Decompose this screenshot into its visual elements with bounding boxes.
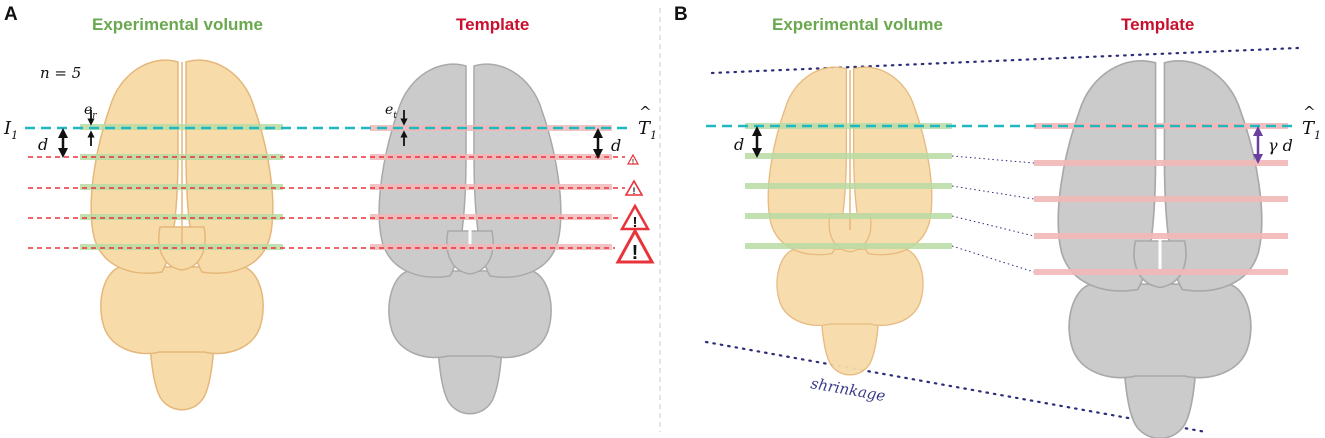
panel-a-template-title: Template <box>456 15 529 34</box>
panel-a-experimental-title: Experimental volume <box>92 15 263 34</box>
er-label: er <box>84 102 97 121</box>
t1-hat-a: ^ <box>639 103 652 121</box>
panel-b: B Experimental volume Template <box>674 4 1321 438</box>
svg-text:!: ! <box>633 186 636 196</box>
shrinkage-label: shrinkage <box>809 374 887 405</box>
template-brain-b <box>1057 59 1263 438</box>
slice-connectors-b <box>951 155 1035 273</box>
experimental-brain-b <box>767 66 933 376</box>
warning-icon: ! <box>619 203 651 231</box>
t1-label-a: T1 <box>638 118 657 142</box>
svg-text:!: ! <box>633 214 638 231</box>
et-label: et <box>385 102 397 121</box>
warning-icons-a: ! ! ! ! <box>615 153 655 264</box>
connector-line <box>951 215 1035 237</box>
n-label: n = 5 <box>40 64 81 82</box>
experimental-brain-a <box>90 59 274 411</box>
panel-b-template-title: Template <box>1121 15 1194 34</box>
connector-line <box>951 245 1035 273</box>
panel-b-experimental-title: Experimental volume <box>772 15 943 34</box>
d-label-template-a: d <box>611 136 621 155</box>
svg-text:!: ! <box>632 160 634 166</box>
warning-icon: ! <box>615 227 655 264</box>
panel-a: A Experimental volume Template n = 5 <box>3 4 657 415</box>
perspective-line-top <box>710 46 1300 75</box>
connector-line <box>951 185 1035 200</box>
d-label-a: d <box>38 135 48 154</box>
connector-line <box>951 155 1035 164</box>
panel-a-letter: A <box>4 4 18 25</box>
panel-b-letter: B <box>674 4 688 25</box>
perspective-line-bottom <box>704 340 1208 434</box>
d-label-b: d <box>734 135 744 154</box>
t1-hat-b: ^ <box>1303 103 1316 121</box>
red-dashed-lines-a <box>28 156 625 249</box>
gamma-d-label: γ d <box>1268 136 1293 155</box>
i1-label: I1 <box>3 118 18 142</box>
template-brain-a <box>378 63 562 415</box>
svg-text:!: ! <box>632 242 639 264</box>
t1-label-b: T1 <box>1302 118 1321 142</box>
warning-icon: ! <box>626 153 640 166</box>
warning-icon: ! <box>624 179 644 196</box>
